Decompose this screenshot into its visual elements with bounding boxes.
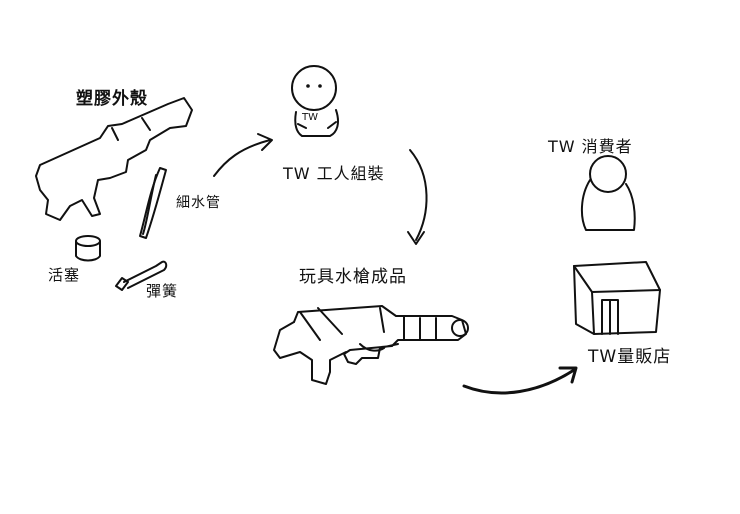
label-worker-assembly: TW 工人組裝 xyxy=(283,164,385,183)
finished-product-drawing xyxy=(273,305,469,385)
consumer-drawing xyxy=(580,155,636,231)
label-thin-tube: 細水管 xyxy=(176,195,221,211)
piston-drawing xyxy=(75,235,101,262)
label-retail-store: TW量販店 xyxy=(588,347,672,367)
arrow-to-product xyxy=(409,149,428,241)
label-finished-product: 玩具水槍成品 xyxy=(299,267,407,287)
spring-drawing xyxy=(115,260,168,291)
worker-drawing xyxy=(291,65,339,137)
label-piston: 活塞 xyxy=(48,266,81,284)
label-consumer: TW 消費者 xyxy=(548,137,633,156)
arrow-to-worker xyxy=(213,139,271,177)
label-plastic-shell: 塑膠外殼 xyxy=(76,89,148,109)
worker-shirt-text: TW xyxy=(302,112,318,123)
label-spring: 彈簧 xyxy=(146,282,179,300)
store-drawing xyxy=(573,261,661,335)
plastic-shell-drawing xyxy=(35,97,193,221)
arrow-to-store xyxy=(462,368,576,395)
